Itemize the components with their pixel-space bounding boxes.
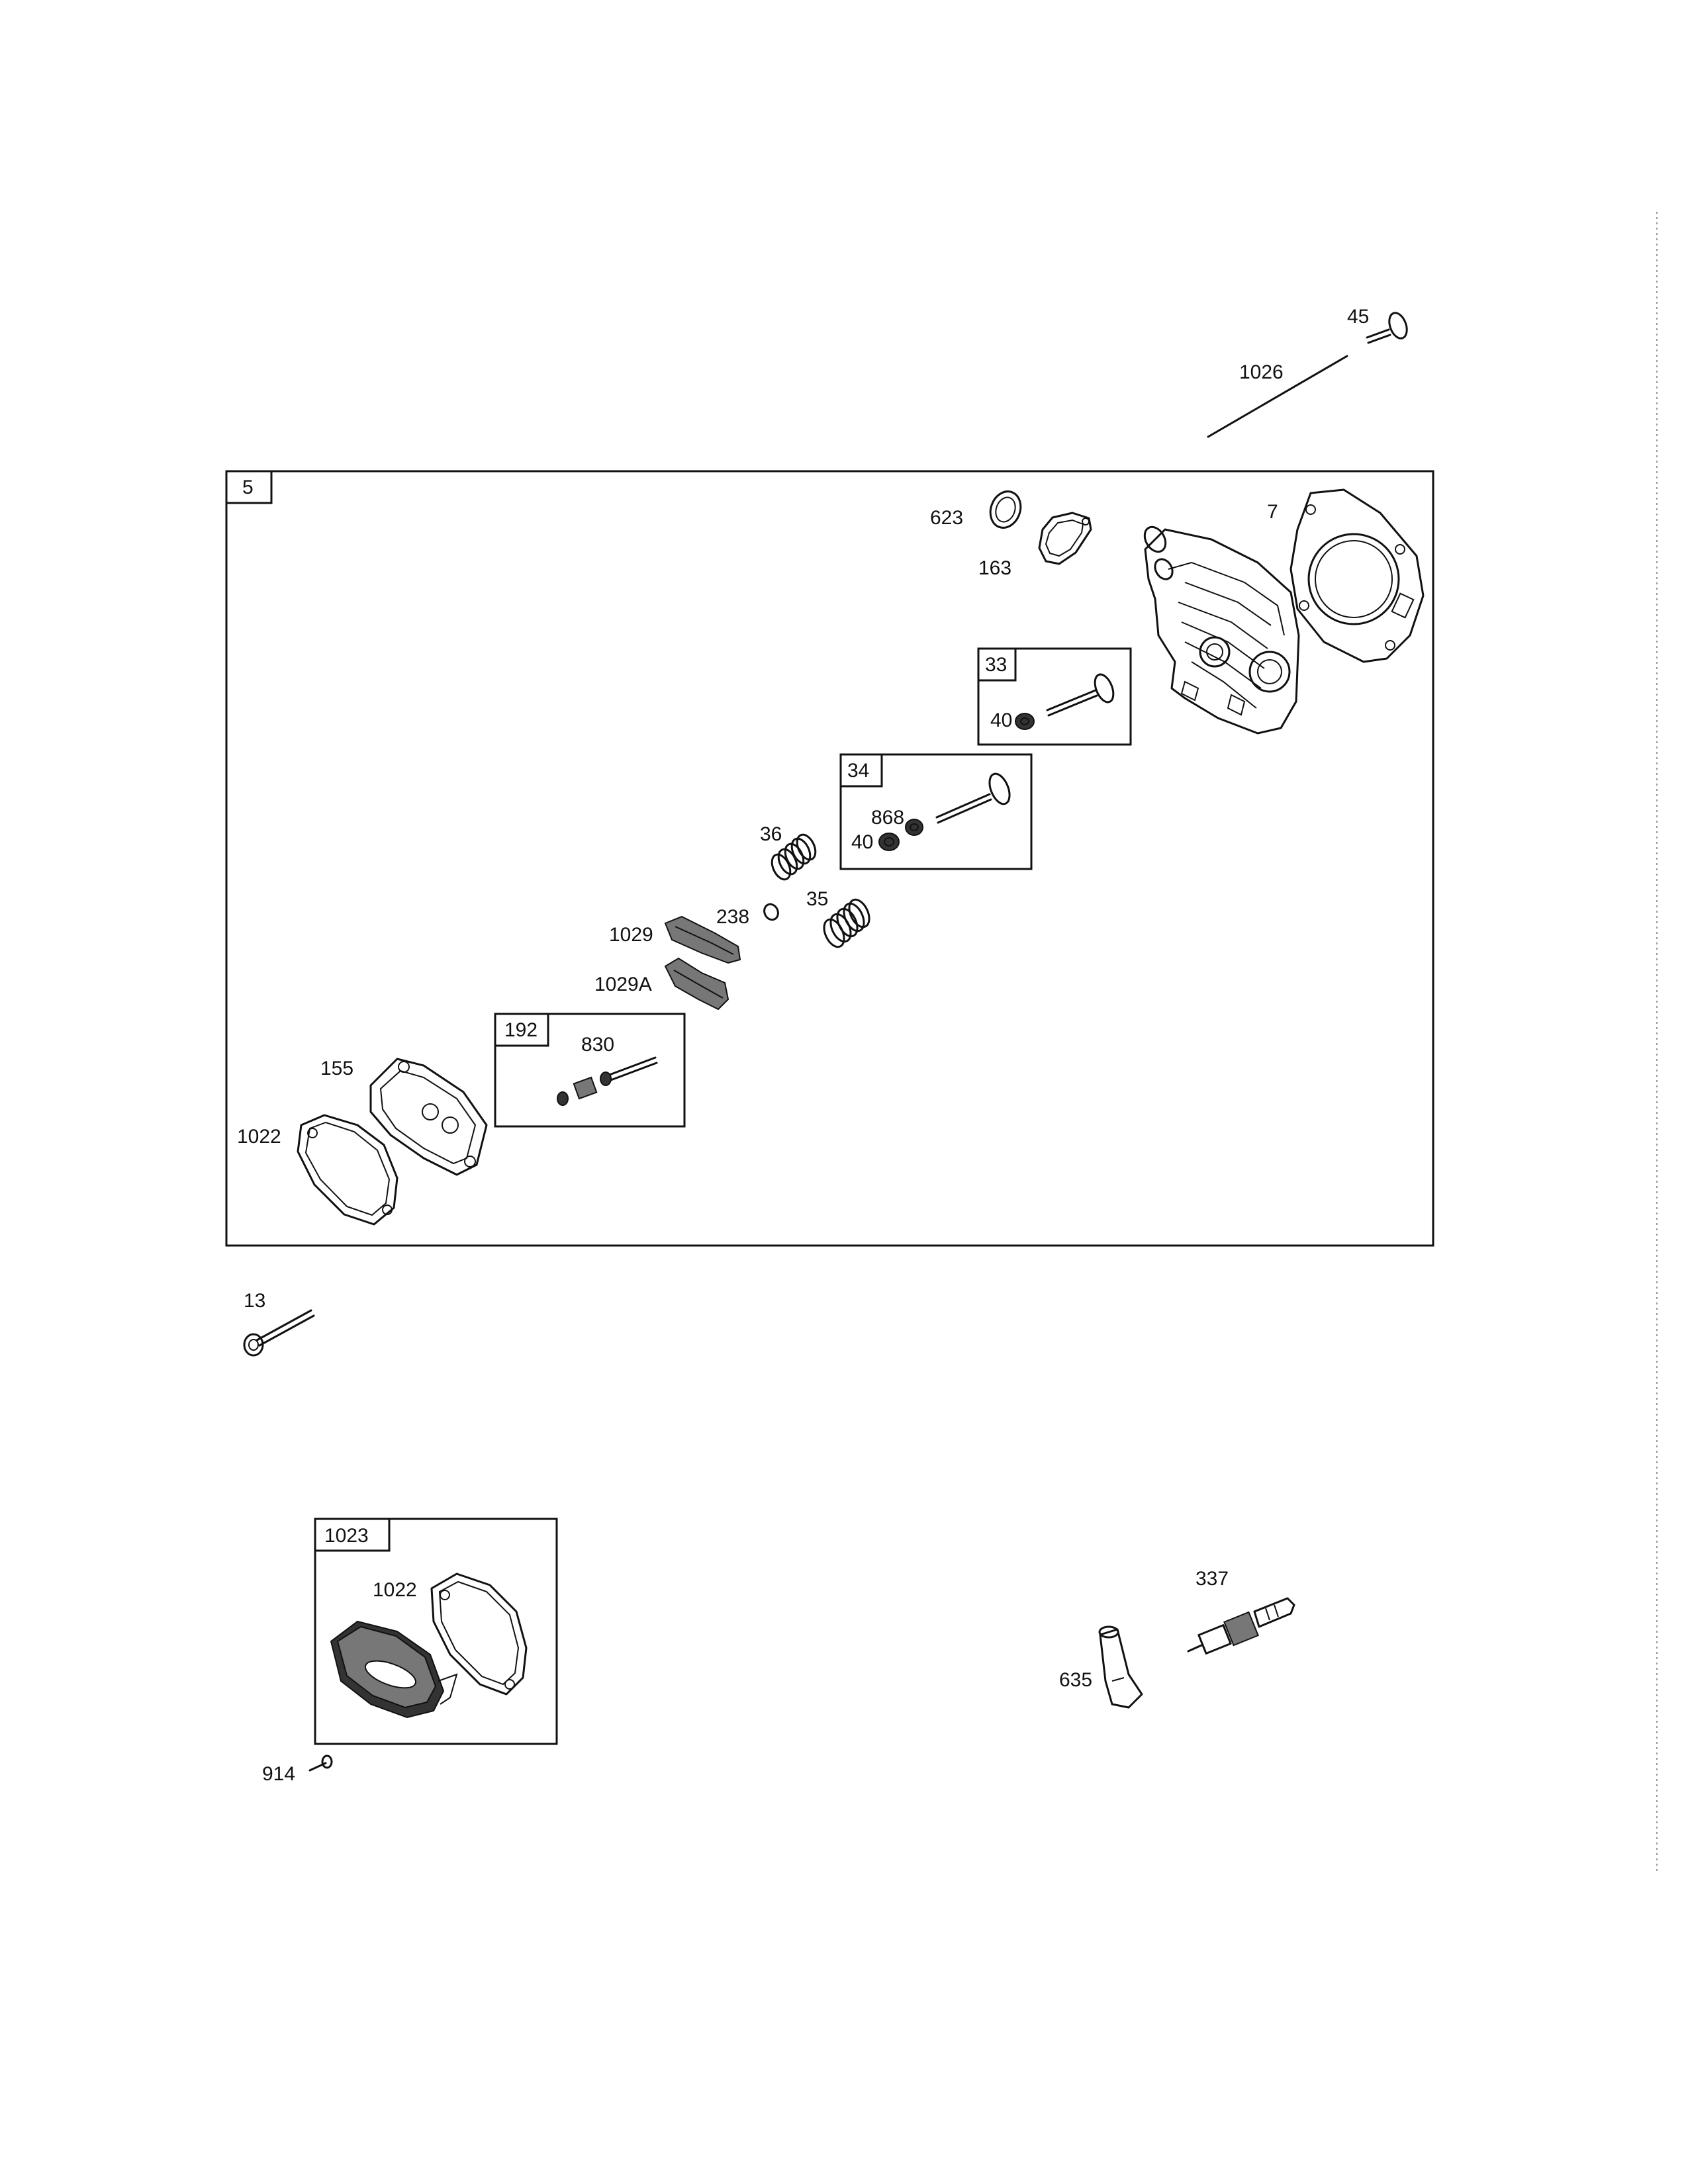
assembly-label-5: 5 [242, 477, 254, 498]
o-ring-icon [989, 490, 1022, 529]
spark-plug-boot-icon [1098, 1625, 1143, 1709]
part-label-13: 13 [244, 1290, 265, 1312]
assembly-box-1023 [314, 1518, 558, 1745]
assembly-label-34: 34 [847, 760, 869, 782]
part-label-830: 830 [581, 1034, 614, 1056]
assembly-box-5-tag [225, 470, 273, 504]
part-label-40-b: 40 [851, 831, 873, 853]
part-label-337: 337 [1196, 1568, 1229, 1590]
part-label-868: 868 [871, 807, 904, 829]
part-label-1022-b: 1022 [373, 1579, 417, 1601]
adjusting-nut-icon [557, 1076, 598, 1106]
assembly-box-192 [494, 1013, 686, 1128]
bolt-icon [243, 1309, 315, 1357]
rocker-stud-icon [600, 1056, 658, 1086]
assembly-label-33: 33 [985, 654, 1007, 676]
part-label-1026: 1026 [1239, 361, 1284, 383]
rocker-arm-icon [664, 915, 741, 964]
part-label-155: 155 [320, 1058, 353, 1079]
spring-icon [823, 898, 870, 948]
part-label-7: 7 [1267, 501, 1278, 523]
valve-icon [935, 772, 1011, 824]
valve-keeper-icon [878, 833, 900, 851]
rocker-cover-plate-icon [369, 1058, 488, 1176]
part-label-1029: 1029 [609, 924, 653, 946]
assembly-label-192: 192 [504, 1019, 538, 1041]
part-label-36: 36 [760, 823, 782, 845]
valve-cap-icon [763, 903, 779, 921]
gasket-icon [1038, 512, 1092, 565]
assembly-label-1023: 1023 [324, 1525, 369, 1547]
assembly-box-33 [977, 647, 1132, 746]
rocker-arm-icon [664, 957, 729, 1011]
part-label-45: 45 [1347, 306, 1369, 328]
screw-icon [308, 1754, 333, 1772]
assembly-box-34 [839, 753, 1033, 870]
assembly-box-33-tag [977, 647, 1017, 682]
part-label-1029A: 1029A [594, 974, 652, 995]
part-label-1022-a: 1022 [237, 1126, 281, 1148]
gasket-icon [297, 1114, 399, 1226]
assembly-box-5 [225, 470, 1434, 1247]
part-label-40-a: 40 [990, 709, 1012, 731]
part-label-238: 238 [716, 906, 749, 928]
valve-icon [1046, 673, 1115, 717]
assembly-box-1023-tag [314, 1518, 391, 1552]
assembly-box-192-tag [494, 1013, 549, 1047]
push-rod-icon [1207, 355, 1348, 438]
part-label-635: 635 [1059, 1669, 1092, 1691]
valve-icon [1366, 312, 1408, 344]
spark-plug-icon [1187, 1597, 1295, 1655]
gasket-icon [430, 1572, 528, 1696]
valve-seal-icon [905, 819, 923, 836]
part-label-163: 163 [978, 557, 1011, 579]
valve-cover-icon [330, 1620, 458, 1719]
assembly-box-34-tag [839, 753, 883, 788]
part-label-35: 35 [806, 888, 828, 910]
valve-keeper-icon [1015, 713, 1035, 730]
part-label-623: 623 [930, 507, 963, 529]
cylinder-head-icon [1143, 525, 1300, 735]
part-label-914: 914 [262, 1763, 295, 1785]
spring-icon [771, 833, 817, 881]
head-gasket-icon [1289, 488, 1425, 663]
